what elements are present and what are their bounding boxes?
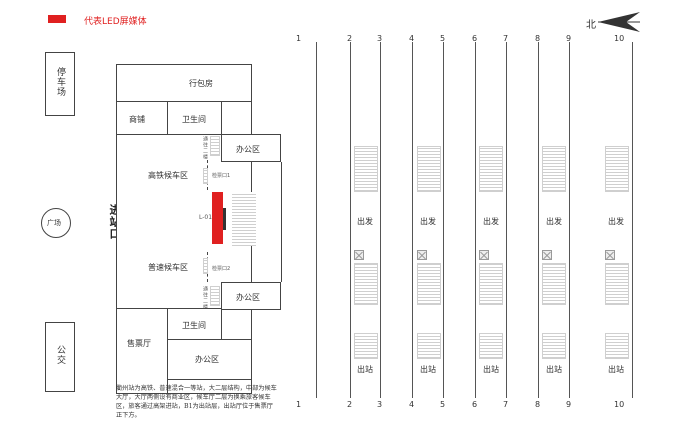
platform-stairs xyxy=(605,146,629,192)
ticket-hall-room: 售票厅 xyxy=(116,308,168,394)
platform-stairs xyxy=(417,146,441,192)
track-number-bottom: 2 xyxy=(347,400,353,409)
shops-room: 商铺 xyxy=(116,101,168,135)
platform-stairs xyxy=(605,333,629,359)
compass-arrow-icon xyxy=(598,12,640,32)
hall-seating xyxy=(232,192,256,246)
platform-stairs xyxy=(542,146,566,192)
platform-stairs xyxy=(354,333,378,359)
elevator-icon xyxy=(479,250,489,260)
elevator-icon xyxy=(542,250,552,260)
platform-stairs xyxy=(479,263,503,305)
toilet-bottom-room: 卫生间 xyxy=(167,308,222,340)
stair-top-label: 通往二楼 xyxy=(202,136,208,160)
platform-depart-label: 出发 xyxy=(483,217,499,226)
track-number-top: 3 xyxy=(377,34,383,43)
stair-bottom-label: 通往二楼 xyxy=(202,286,208,310)
baggage-label: 行包房 xyxy=(189,79,213,88)
hall-right-wall xyxy=(281,162,282,282)
platform-depart-label: 出发 xyxy=(357,217,373,226)
elevator-icon xyxy=(417,250,427,260)
led-legend-swatch xyxy=(48,15,66,23)
parking-label: 停车场 xyxy=(55,67,65,97)
platform-stairs xyxy=(479,333,503,359)
ordinary-waiting-label: 普速候车区 xyxy=(148,263,188,272)
platform-exit-label: 出站 xyxy=(357,365,373,374)
track-number-bottom: 3 xyxy=(377,400,383,409)
plaza-circle: 广场 xyxy=(41,208,71,238)
elevator-icon xyxy=(354,250,364,260)
platform-depart-label: 出发 xyxy=(546,217,562,226)
gate2-label: 检票口2 xyxy=(212,266,231,272)
gate1-label: 检票口1 xyxy=(212,173,231,179)
toilet-top-room: 卫生间 xyxy=(167,101,222,135)
platform-depart-label: 出发 xyxy=(608,217,624,226)
stair-bottom xyxy=(210,286,220,306)
track-number-top: 5 xyxy=(440,34,446,43)
platform-stairs xyxy=(417,333,441,359)
office-bottom-label: 办公区 xyxy=(236,293,260,302)
track-number-top: 4 xyxy=(409,34,415,43)
led-code-label: L-01 xyxy=(199,214,213,221)
parking-lot: 停车场 xyxy=(45,52,75,116)
platform-exit-label: 出站 xyxy=(608,365,624,374)
north-label: 北 xyxy=(586,20,596,31)
platform-stairs xyxy=(354,146,378,192)
track-number-bottom: 4 xyxy=(409,400,415,409)
shops-label: 商铺 xyxy=(129,115,145,124)
platform-exit-label: 出站 xyxy=(483,365,499,374)
platform-stairs xyxy=(479,146,503,192)
track-number-top: 8 xyxy=(535,34,541,43)
led-screen-frame xyxy=(223,208,226,230)
gate1-barrier xyxy=(203,168,208,184)
track-number-bottom: 6 xyxy=(472,400,478,409)
platform-exit-label: 出站 xyxy=(546,365,562,374)
track-number-bottom: 9 xyxy=(566,400,572,409)
station-description: 衢州站为高铁、普速混合一等站，大二层结构，中部为候车大厅，大厅两侧设有商业区，候… xyxy=(116,385,277,419)
platform-stairs xyxy=(605,263,629,305)
stair-top xyxy=(210,136,220,156)
track-number-bottom: 7 xyxy=(503,400,509,409)
toilet-top-label: 卫生间 xyxy=(182,115,206,124)
platform-stairs xyxy=(354,263,378,305)
baggage-room: 行包房 xyxy=(116,64,252,102)
elevator-icon xyxy=(605,250,615,260)
led-screen[interactable] xyxy=(212,192,223,244)
platform-exit-label: 出站 xyxy=(420,365,436,374)
office-top-label: 办公区 xyxy=(236,145,260,154)
hsr-waiting-label: 高铁候车区 xyxy=(148,171,188,180)
track-number-top: 6 xyxy=(472,34,478,43)
platform-stairs xyxy=(542,263,566,305)
track-number-top: 2 xyxy=(347,34,353,43)
platform-stairs xyxy=(417,263,441,305)
track-number-top: 9 xyxy=(566,34,572,43)
office-top-notch xyxy=(251,134,281,135)
track-number-top: 10 xyxy=(614,34,625,43)
track-number-bottom: 5 xyxy=(440,400,446,409)
track-number-bottom: 8 xyxy=(535,400,541,409)
track-number-bottom: 10 xyxy=(614,400,625,409)
toilet-bottom-label: 卫生间 xyxy=(182,321,206,330)
office-bottom-room: 办公区 xyxy=(221,282,281,310)
track-number-top: 1 xyxy=(296,34,302,43)
bus-stop: 公交 xyxy=(45,322,75,392)
bus-label: 公交 xyxy=(55,345,65,365)
office-top-corridor xyxy=(221,101,252,135)
office-lower-label: 办公区 xyxy=(195,355,219,364)
led-legend-label: 代表LED屏媒体 xyxy=(84,17,147,27)
track-number-bottom: 1 xyxy=(296,400,302,409)
ticket-hall-label: 售票厅 xyxy=(127,339,151,348)
platform-depart-label: 出发 xyxy=(420,217,436,226)
platform-stairs xyxy=(542,333,566,359)
track-number-top: 7 xyxy=(503,34,509,43)
gate2-barrier xyxy=(203,258,208,274)
plaza-label: 广场 xyxy=(47,219,61,227)
office-lower-room: 办公区 xyxy=(167,339,252,380)
